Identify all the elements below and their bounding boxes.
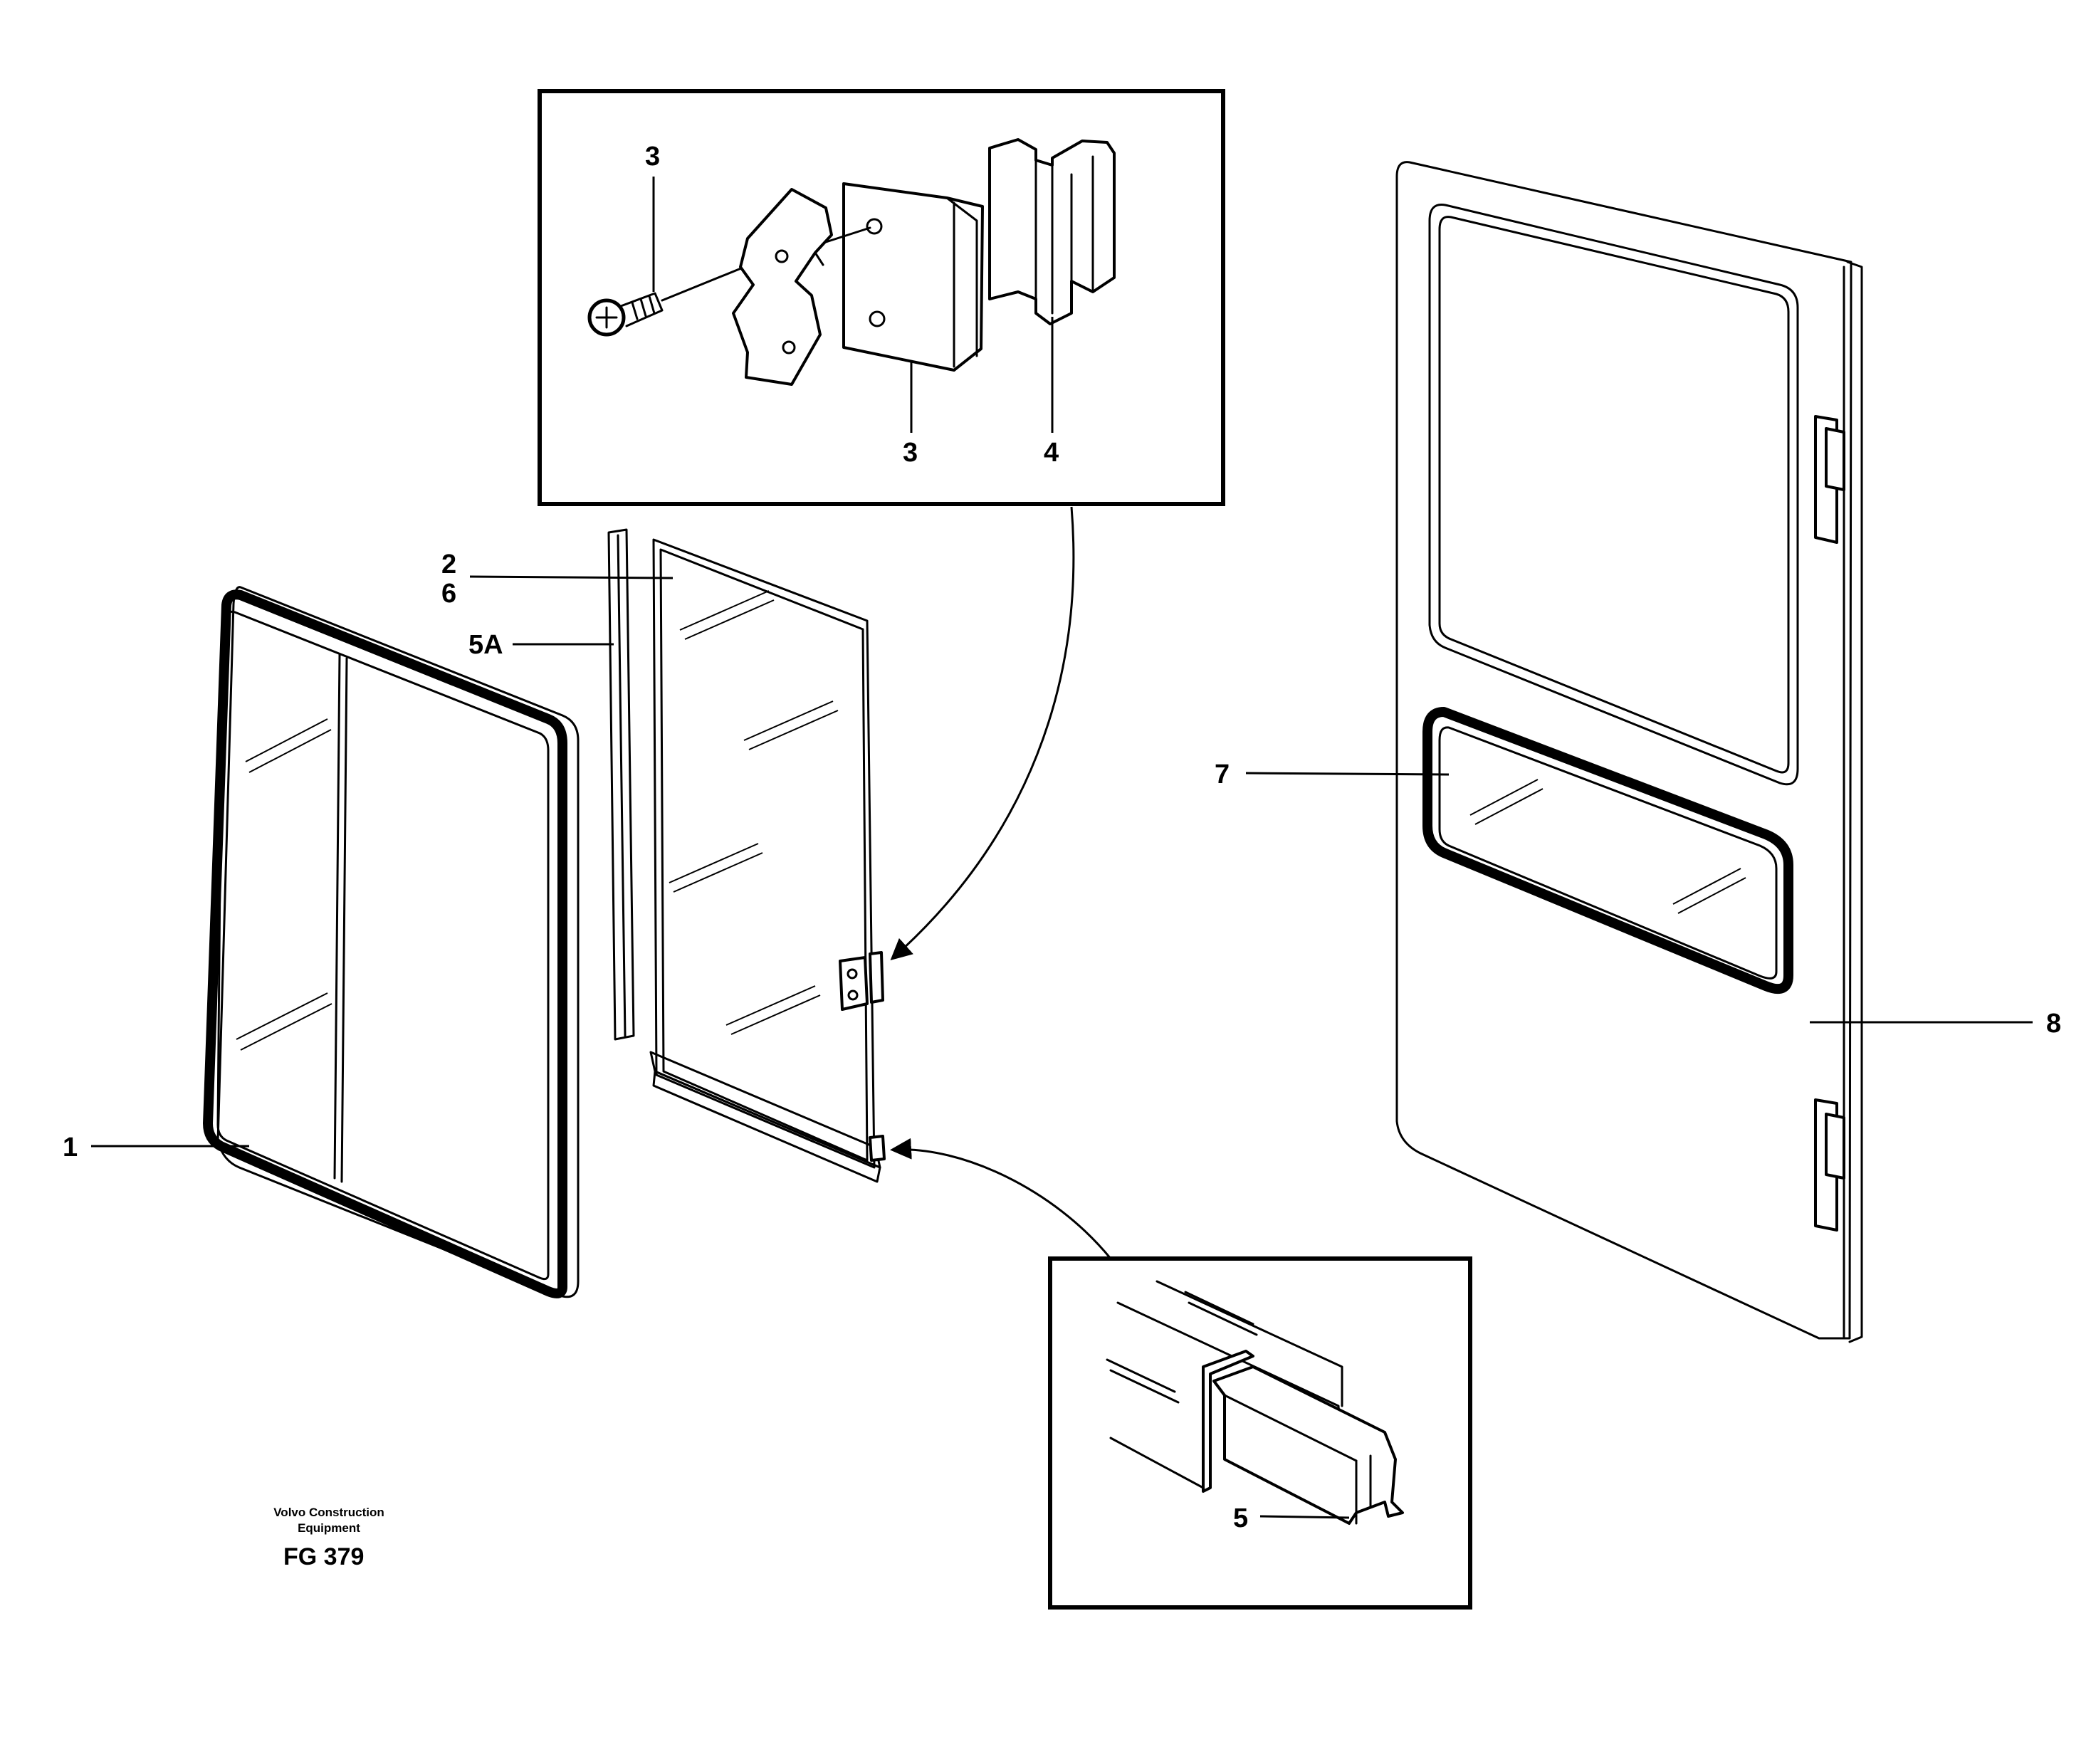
callout-3-top: 3 [645,142,660,172]
callout-8: 8 [2046,1009,2061,1039]
callout-5a: 5A [468,630,503,660]
callout-6: 6 [441,579,456,609]
sliding-glass-2-6 [649,538,886,1183]
seal-strip-5a [607,528,635,1041]
hinge-upper [1814,415,1845,544]
door-8 [1395,161,1863,1343]
callout-3-bottom: 3 [903,438,918,468]
callout-1: 1 [63,1133,78,1162]
window-pane-1 [203,586,580,1298]
rail-5 [1106,1280,1404,1525]
leader-2-6 [469,575,674,579]
catch-block-3 [824,182,984,372]
leader-7 [1245,772,1450,776]
maker-line-2: Equipment [298,1521,360,1535]
detail-arrow-top [890,506,1075,960]
mounting-plate-3 [732,188,833,386]
leader-5 [1259,1515,1350,1519]
leader-lines [91,177,2033,1519]
profile-4 [988,138,1116,325]
callout-4: 4 [1044,438,1059,468]
maker-line-1: Volvo Construction [273,1506,384,1519]
detail-arrow-bottom [890,1138,1112,1259]
hinge-lower [1814,1098,1845,1232]
callout-2: 2 [441,550,456,579]
callout-7: 7 [1215,760,1230,789]
callout-5: 5 [1233,1503,1248,1533]
figure-code: FG 379 [283,1543,364,1570]
detail-box-rail [1048,1256,1472,1610]
detail-box-catch [538,89,1225,506]
